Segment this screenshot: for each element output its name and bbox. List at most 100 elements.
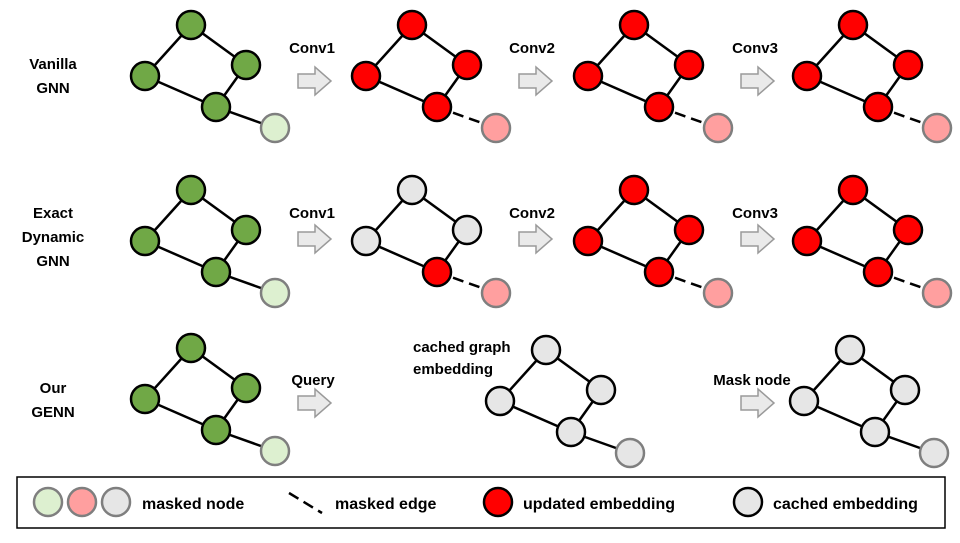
right-arrow-icon <box>740 223 776 255</box>
graphs-layer <box>129 9 953 469</box>
graph-node-green <box>175 9 207 41</box>
legend-marks <box>32 486 764 518</box>
row-label-our-genn: Our GENN <box>31 380 74 421</box>
graph-node-red <box>892 49 924 81</box>
graph-node-red <box>673 214 705 246</box>
graph <box>484 334 646 469</box>
graph-node-green <box>129 383 161 415</box>
graph <box>129 332 291 467</box>
graph-node-red <box>421 91 453 123</box>
graph <box>350 9 512 144</box>
legend-masked-node-label: masked node <box>142 496 244 513</box>
right-arrow-icon <box>297 65 333 97</box>
row-label-line: Our <box>40 380 67 397</box>
graph-node-green <box>129 60 161 92</box>
graph-node-red <box>643 91 675 123</box>
graph-node-red <box>451 49 483 81</box>
graph-node-red <box>673 49 705 81</box>
legend-masked-node-pink <box>66 486 98 518</box>
right-arrow-icon <box>518 223 554 255</box>
arrows-layer <box>297 65 776 419</box>
graph-node-gray <box>834 334 866 366</box>
graph-node-red <box>396 9 428 41</box>
graph-node-green <box>230 214 262 246</box>
graph-node-gray <box>859 416 891 448</box>
masked-node <box>921 277 953 309</box>
graph-node-red <box>572 60 604 92</box>
right-arrow-icon <box>297 387 333 419</box>
row-label-line: GNN <box>36 253 69 270</box>
masked-node <box>259 277 291 309</box>
row-label-line: Vanilla <box>29 56 77 73</box>
masked-node <box>918 437 950 469</box>
graph-node-green <box>175 174 207 206</box>
row-label-line: GENN <box>31 404 74 421</box>
graph-node-green <box>175 332 207 364</box>
graph-node-red <box>862 91 894 123</box>
graph-node-red <box>618 174 650 206</box>
graph-node-gray <box>788 385 820 417</box>
row-label-line: GNN <box>36 80 69 97</box>
graph <box>129 174 291 309</box>
arrow-label-conv2: Conv2 <box>509 205 555 222</box>
row-label-exact-dynamic-gnn: Exact Dynamic GNN <box>22 205 85 270</box>
row-label-line: Exact <box>33 205 73 222</box>
graph-node-gray <box>889 374 921 406</box>
graph-node-red <box>350 60 382 92</box>
graph-node-red <box>572 225 604 257</box>
graph <box>572 9 734 144</box>
arrow-label-mask-node: Mask node <box>713 372 791 389</box>
masked-node <box>921 112 953 144</box>
graph-node-gray <box>451 214 483 246</box>
legend-cached-node <box>732 486 764 518</box>
graph-node-red <box>892 214 924 246</box>
masked-node <box>702 277 734 309</box>
graph-node-red <box>837 174 869 206</box>
arrow-label-query: Query <box>291 372 335 389</box>
graph-node-gray <box>530 334 562 366</box>
right-arrow-icon <box>740 65 776 97</box>
graph <box>791 9 953 144</box>
graph-node-gray <box>350 225 382 257</box>
arrow-label-conv3: Conv3 <box>732 205 778 222</box>
graph-node-green <box>200 414 232 446</box>
annotation-line: cached graph <box>413 339 511 356</box>
legend-updated-label: updated embedding <box>523 496 675 513</box>
graph-node-gray <box>396 174 428 206</box>
legend-box <box>16 476 946 529</box>
masked-node <box>480 112 512 144</box>
graph-node-green <box>230 372 262 404</box>
legend: masked node masked edge updated embeddin… <box>16 476 946 529</box>
graph-node-gray <box>555 416 587 448</box>
masked-node <box>259 112 291 144</box>
graph-node-red <box>862 256 894 288</box>
graph <box>572 174 734 309</box>
graph-node-red <box>643 256 675 288</box>
legend-masked-edge-label: masked edge <box>335 496 436 513</box>
graph-node-gray <box>585 374 617 406</box>
arrow-label-conv3: Conv3 <box>732 40 778 57</box>
legend-cached-label: cached embedding <box>773 496 918 513</box>
graph <box>350 174 512 309</box>
masked-node <box>259 435 291 467</box>
legend-masked-node-green <box>32 486 64 518</box>
graph-node-gray <box>484 385 516 417</box>
graph-node-green <box>230 49 262 81</box>
legend-updated-node <box>482 486 514 518</box>
graph-node-red <box>837 9 869 41</box>
row-label-vanilla-gnn: Vanilla GNN <box>29 56 77 97</box>
graph-node-green <box>200 91 232 123</box>
masked-node <box>614 437 646 469</box>
annotation-line: embedding <box>413 361 493 378</box>
graph-node-red <box>618 9 650 41</box>
graph-node-green <box>200 256 232 288</box>
right-arrow-icon <box>297 223 333 255</box>
arrow-label-conv2: Conv2 <box>509 40 555 57</box>
graph-node-green <box>129 225 161 257</box>
graph <box>788 334 950 469</box>
masked-node <box>702 112 734 144</box>
graph <box>129 9 291 144</box>
graph-node-red <box>791 225 823 257</box>
legend-masked-edge <box>288 491 323 515</box>
